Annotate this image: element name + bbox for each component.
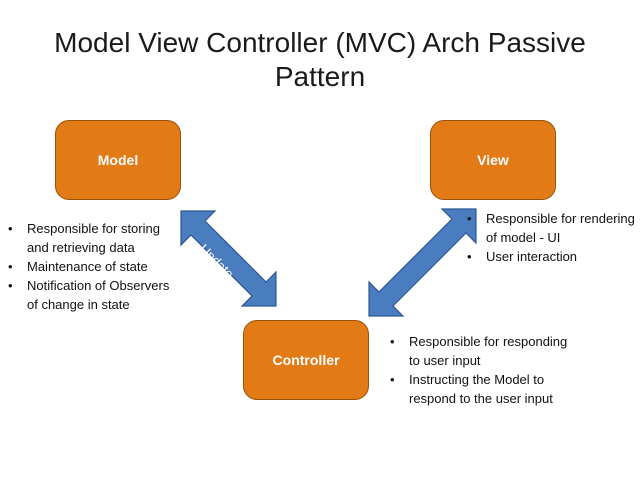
view-node: View bbox=[430, 120, 556, 200]
list-item: User interaction bbox=[465, 247, 640, 266]
controller-node-label: Controller bbox=[272, 352, 340, 368]
model-responsibilities: Responsible for storing and retrieving d… bbox=[6, 219, 182, 314]
model-node-label: Model bbox=[97, 152, 139, 168]
controller-node: Controller bbox=[243, 320, 369, 400]
list-item: Responsible for storing and retrieving d… bbox=[6, 219, 182, 257]
list-item: Instructing the Model to respond to the … bbox=[388, 370, 578, 408]
model-node: Model bbox=[55, 120, 181, 200]
view-responsibilities: Responsible for rendering of model - UI … bbox=[465, 209, 640, 266]
controller-responsibilities: Responsible for responding to user input… bbox=[388, 332, 578, 408]
list-item: Notification of Observers of change in s… bbox=[6, 276, 182, 314]
view-node-label: View bbox=[477, 152, 509, 168]
diagram-title-line-2: Pattern bbox=[274, 61, 366, 92]
diagram-title-line-1: Model View Controller (MVC) Arch Passive bbox=[54, 27, 586, 58]
list-item: Responsible for responding to user input bbox=[388, 332, 578, 370]
diagram-title: Model View Controller (MVC) Arch Passive… bbox=[40, 26, 600, 94]
update-arrow bbox=[180, 210, 277, 307]
list-item: Responsible for rendering of model - UI bbox=[465, 209, 640, 247]
list-item: Maintenance of state bbox=[6, 257, 182, 276]
view-controller-arrow bbox=[368, 208, 477, 317]
